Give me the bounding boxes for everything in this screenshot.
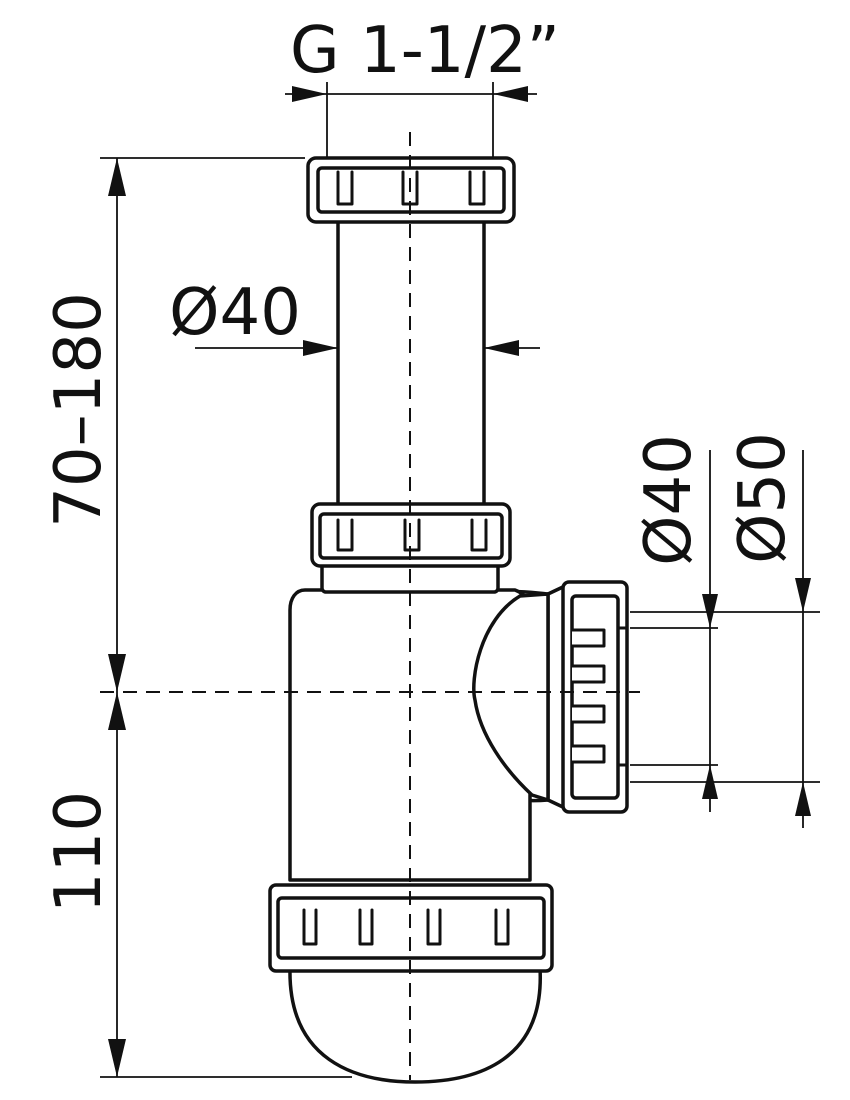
outlet-inner-diameter-label: Ø40 <box>632 434 706 566</box>
inlet-thread-label: G 1-1/2” <box>290 14 560 88</box>
outlet-outer-diameter-label: Ø50 <box>726 432 800 564</box>
thread-dimension-line <box>285 86 537 102</box>
outlet-outer-dimension-line <box>795 450 811 828</box>
height-dimension-line <box>108 158 126 1077</box>
upper-height-label: 70–180 <box>42 292 116 528</box>
outlet-inner-dimension-line <box>702 450 718 812</box>
tube-diameter-label: Ø40 <box>169 276 301 350</box>
outlet-saddle <box>472 592 550 802</box>
lower-height-label: 110 <box>42 791 116 913</box>
extension-lines <box>100 82 820 1078</box>
